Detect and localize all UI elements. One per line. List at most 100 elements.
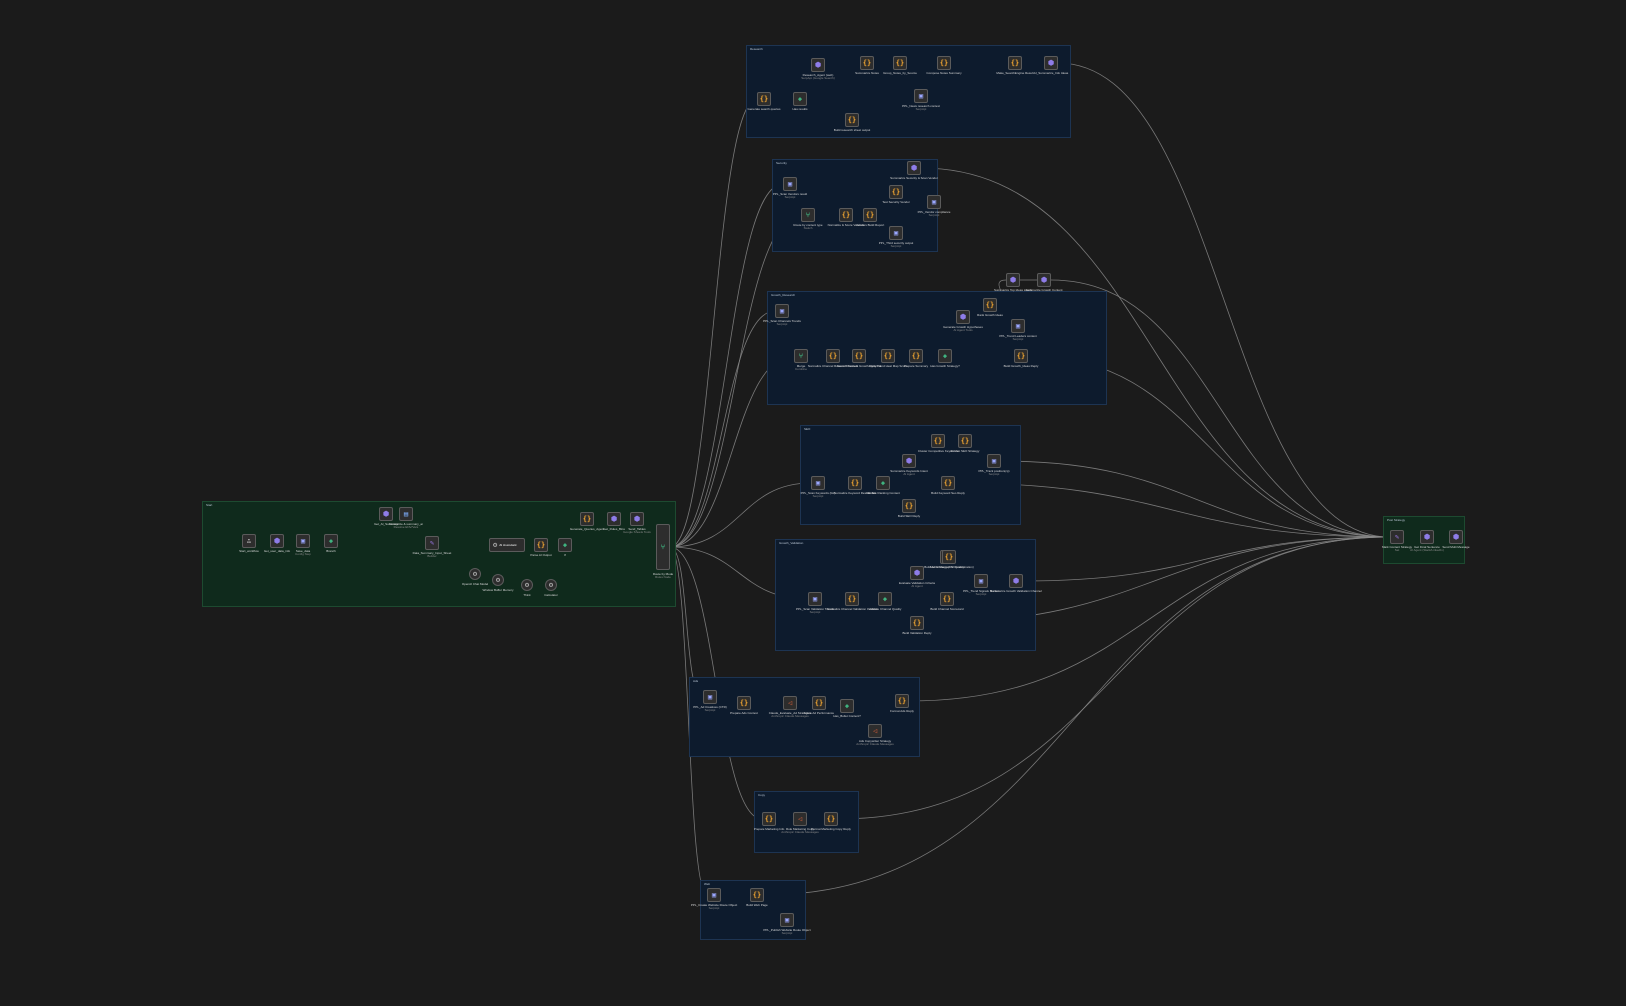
- workflow-node[interactable]: ◆: [876, 476, 890, 490]
- workflow-node[interactable]: {}: [889, 185, 903, 199]
- workflow-node[interactable]: ⬢: [956, 310, 970, 324]
- workflow-node[interactable]: {}: [845, 592, 859, 606]
- group-start[interactable]: Start: [202, 501, 676, 607]
- node-label: Vendors Build Report: [855, 223, 885, 227]
- node-label: Normalize Channel Research Context: [807, 364, 859, 368]
- workflow-node[interactable]: ✎: [1390, 530, 1404, 544]
- workflow-node[interactable]: ⬢: [379, 507, 393, 521]
- workflow-node[interactable]: {}: [902, 499, 916, 513]
- workflow-node[interactable]: {}: [863, 208, 877, 222]
- node-sublabel: SerpApi: [784, 195, 796, 200]
- workflow-node[interactable]: ⚙: [521, 579, 533, 591]
- ai-icon: ⬢: [1009, 275, 1017, 284]
- workflow-node[interactable]: ⬢: [1037, 273, 1051, 287]
- workflow-node[interactable]: ⬢: [630, 512, 644, 526]
- workflow-node[interactable]: ◆: [558, 538, 572, 552]
- workflow-node[interactable]: {}: [937, 56, 951, 70]
- workflow-node[interactable]: ⬢: [1006, 273, 1020, 287]
- workflow-node[interactable]: {}: [942, 550, 956, 564]
- group-growth-research[interactable]: Growth_Research: [767, 291, 1107, 405]
- workflow-node[interactable]: ⚙AI Assistant: [489, 538, 525, 552]
- workflow-node[interactable]: ▣: [780, 913, 794, 927]
- workflow-node[interactable]: ⑂: [801, 208, 815, 222]
- workflow-node[interactable]: ◁: [868, 724, 882, 738]
- workflow-node[interactable]: ⬢: [907, 161, 921, 175]
- node-sublabel: SerpApi: [809, 610, 821, 615]
- workflow-node[interactable]: ⬢: [1009, 574, 1023, 588]
- workflow-node[interactable]: ⚙: [469, 568, 481, 580]
- workflow-node[interactable]: ▣: [707, 888, 721, 902]
- workflow-node[interactable]: ▣: [703, 690, 717, 704]
- workflow-node[interactable]: ▣: [914, 89, 928, 103]
- workflow-node[interactable]: {}: [757, 92, 771, 106]
- workflow-node[interactable]: {}: [848, 476, 862, 490]
- workflow-node[interactable]: {}: [1014, 349, 1028, 363]
- workflow-node[interactable]: ⑂: [794, 349, 808, 363]
- workflow-node[interactable]: ▤: [399, 507, 413, 521]
- workflow-node[interactable]: ▣: [889, 226, 903, 240]
- workflow-node[interactable]: ⬢: [811, 58, 825, 72]
- workflow-node[interactable]: {}: [737, 696, 751, 710]
- workflow-node[interactable]: ◆: [840, 699, 854, 713]
- workflow-node[interactable]: ▣: [783, 177, 797, 191]
- workflow-node[interactable]: {}: [958, 434, 972, 448]
- workflow-node[interactable]: ▣: [974, 574, 988, 588]
- workflow-node[interactable]: {}: [881, 349, 895, 363]
- workflow-node[interactable]: {}: [845, 113, 859, 127]
- workflow-node[interactable]: ▣: [811, 476, 825, 490]
- workflow-node[interactable]: ▣: [927, 195, 941, 209]
- workflow-node[interactable]: ⑂: [656, 524, 670, 570]
- workflow-node[interactable]: ⚙: [492, 574, 504, 586]
- node-label: Generate search queries: [747, 107, 781, 111]
- workflow-node[interactable]: ∴: [242, 534, 256, 548]
- workflow-node[interactable]: ◆: [793, 92, 807, 106]
- workflow-node[interactable]: ⬢: [1449, 530, 1463, 544]
- workflow-node[interactable]: {}: [762, 812, 776, 826]
- workflow-node[interactable]: {}: [852, 349, 866, 363]
- workflow-node[interactable]: ⬢: [270, 534, 284, 548]
- workflow-node[interactable]: {}: [812, 696, 826, 710]
- workflow-node[interactable]: ◆: [878, 592, 892, 606]
- workflow-node[interactable]: {}: [750, 888, 764, 902]
- workflow-node[interactable]: {}: [860, 56, 874, 70]
- workflow-node[interactable]: {}: [824, 812, 838, 826]
- workflow-node[interactable]: ⬢: [902, 454, 916, 468]
- workflow-node[interactable]: ▣: [808, 592, 822, 606]
- workflow-node[interactable]: {}: [534, 538, 548, 552]
- workflow-node[interactable]: ◆: [324, 534, 338, 548]
- workflow-node[interactable]: {}: [895, 694, 909, 708]
- workflow-node[interactable]: {}: [910, 616, 924, 630]
- workflow-node[interactable]: ⬢: [607, 512, 621, 526]
- node-label: PPL_Ad Creatives (CTR)SerpApi: [693, 705, 727, 713]
- workflow-node[interactable]: ▣: [775, 304, 789, 318]
- http-icon: ▣: [931, 197, 937, 206]
- workflow-node[interactable]: ◁: [783, 696, 797, 710]
- group-ads[interactable]: Ads: [689, 677, 920, 757]
- code-icon: {}: [739, 698, 749, 707]
- node-label: Score Channel Fit Quality: [929, 565, 965, 569]
- workflow-node[interactable]: ✎: [425, 536, 439, 550]
- workflow-node[interactable]: {}: [1008, 56, 1022, 70]
- workflow-node[interactable]: ▣: [296, 534, 310, 548]
- workflow-node[interactable]: {}: [839, 208, 853, 222]
- workflow-node[interactable]: {}: [909, 349, 923, 363]
- workflow-node[interactable]: ◁: [793, 812, 807, 826]
- send-icon: ◁: [872, 726, 878, 735]
- node-sublabel: SerpApi (Google Search): [801, 76, 835, 81]
- edit-icon: ✎: [1394, 532, 1400, 541]
- workflow-node[interactable]: ⬢: [1044, 56, 1058, 70]
- workflow-node[interactable]: ⬢: [1420, 530, 1434, 544]
- workflow-node[interactable]: {}: [941, 476, 955, 490]
- workflow-node[interactable]: ▣: [1011, 319, 1025, 333]
- workflow-node[interactable]: ⚙: [545, 579, 557, 591]
- workflow-node[interactable]: {}: [580, 512, 594, 526]
- workflow-node[interactable]: {}: [983, 298, 997, 312]
- workflow-node[interactable]: {}: [940, 592, 954, 606]
- workflow-node[interactable]: {}: [931, 434, 945, 448]
- workflow-node[interactable]: {}: [826, 349, 840, 363]
- workflow-node[interactable]: ▣: [987, 454, 1001, 468]
- workflow-node[interactable]: ⬢: [910, 566, 924, 580]
- workflow-node[interactable]: ◆: [938, 349, 952, 363]
- workflow-node[interactable]: {}: [893, 56, 907, 70]
